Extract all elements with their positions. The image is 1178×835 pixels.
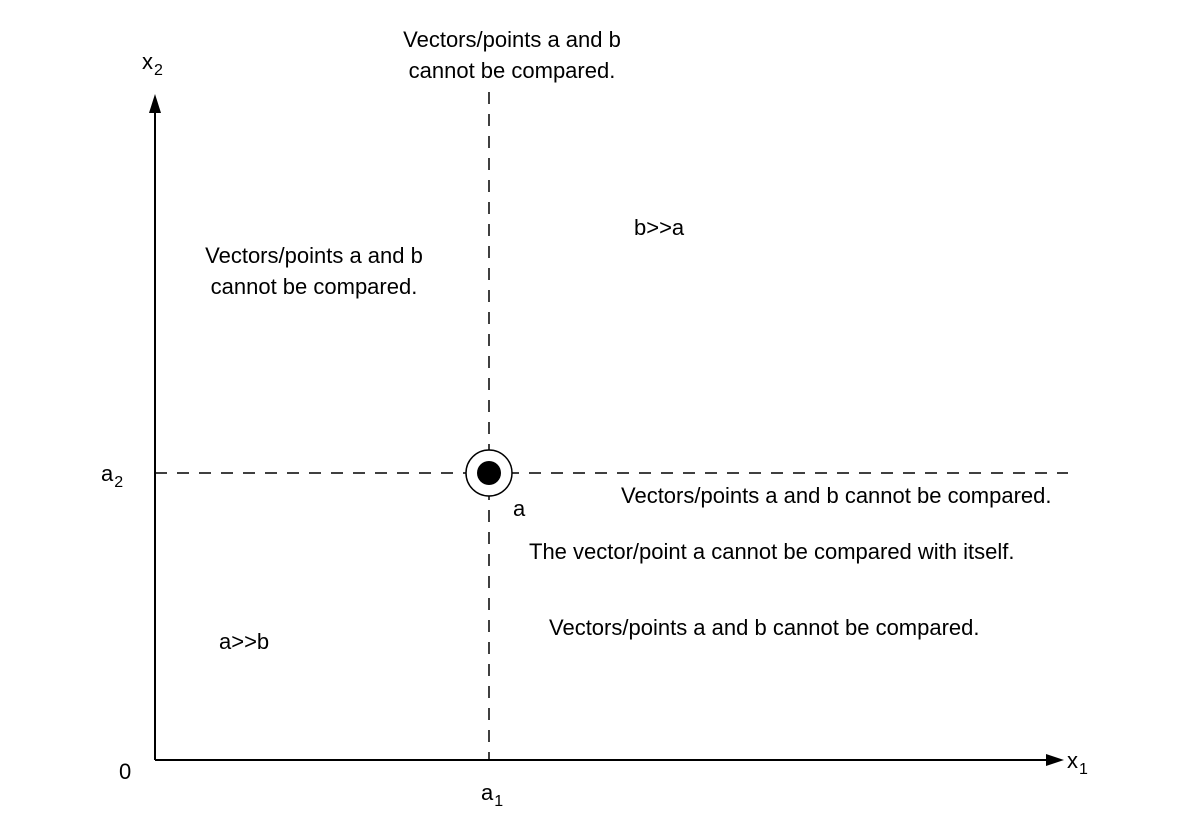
a1-subscript: 1: [494, 793, 504, 810]
top-center-line-2: cannot be compared.: [408, 58, 616, 83]
origin-label: 0: [119, 759, 132, 784]
x-axis-arrowhead: [1046, 754, 1064, 766]
x-axis-subscript: 1: [1079, 761, 1088, 778]
upper-right-annotation: b>>a: [634, 215, 685, 240]
a1-var: a: [481, 780, 494, 805]
x-axis-var: x: [1067, 748, 1078, 773]
a2-subscript: 2: [114, 474, 124, 491]
x-axis-label: x1: [1067, 745, 1088, 785]
self-compare-annotation: The vector/point a cannot be compared wi…: [529, 539, 1015, 564]
lower-left-annotation: a>>b: [219, 629, 270, 654]
upper-left-annotation: Vectors/points a and b cannot be compare…: [158, 240, 470, 302]
top-center-line-1: Vectors/points a and b: [403, 27, 621, 52]
a2-tick-label: a2: [101, 458, 123, 498]
right-of-point-annotation: Vectors/points a and b cannot be compare…: [621, 483, 1052, 508]
a1-tick-label: a1: [481, 777, 503, 817]
upper-left-line-2: cannot be compared.: [210, 274, 418, 299]
upper-left-line-1: Vectors/points a and b: [205, 243, 423, 268]
y-axis-subscript: 2: [154, 62, 163, 79]
a2-var: a: [101, 461, 114, 486]
y-axis-var: x: [142, 49, 153, 74]
y-axis-label: x2: [142, 46, 163, 86]
top-center-annotation: Vectors/points a and b cannot be compare…: [356, 24, 668, 86]
y-axis-arrowhead: [149, 94, 161, 113]
lower-right-annotation: Vectors/points a and b cannot be compare…: [549, 615, 980, 640]
point-a-dot: [477, 461, 501, 485]
point-a-label: a: [513, 496, 526, 521]
